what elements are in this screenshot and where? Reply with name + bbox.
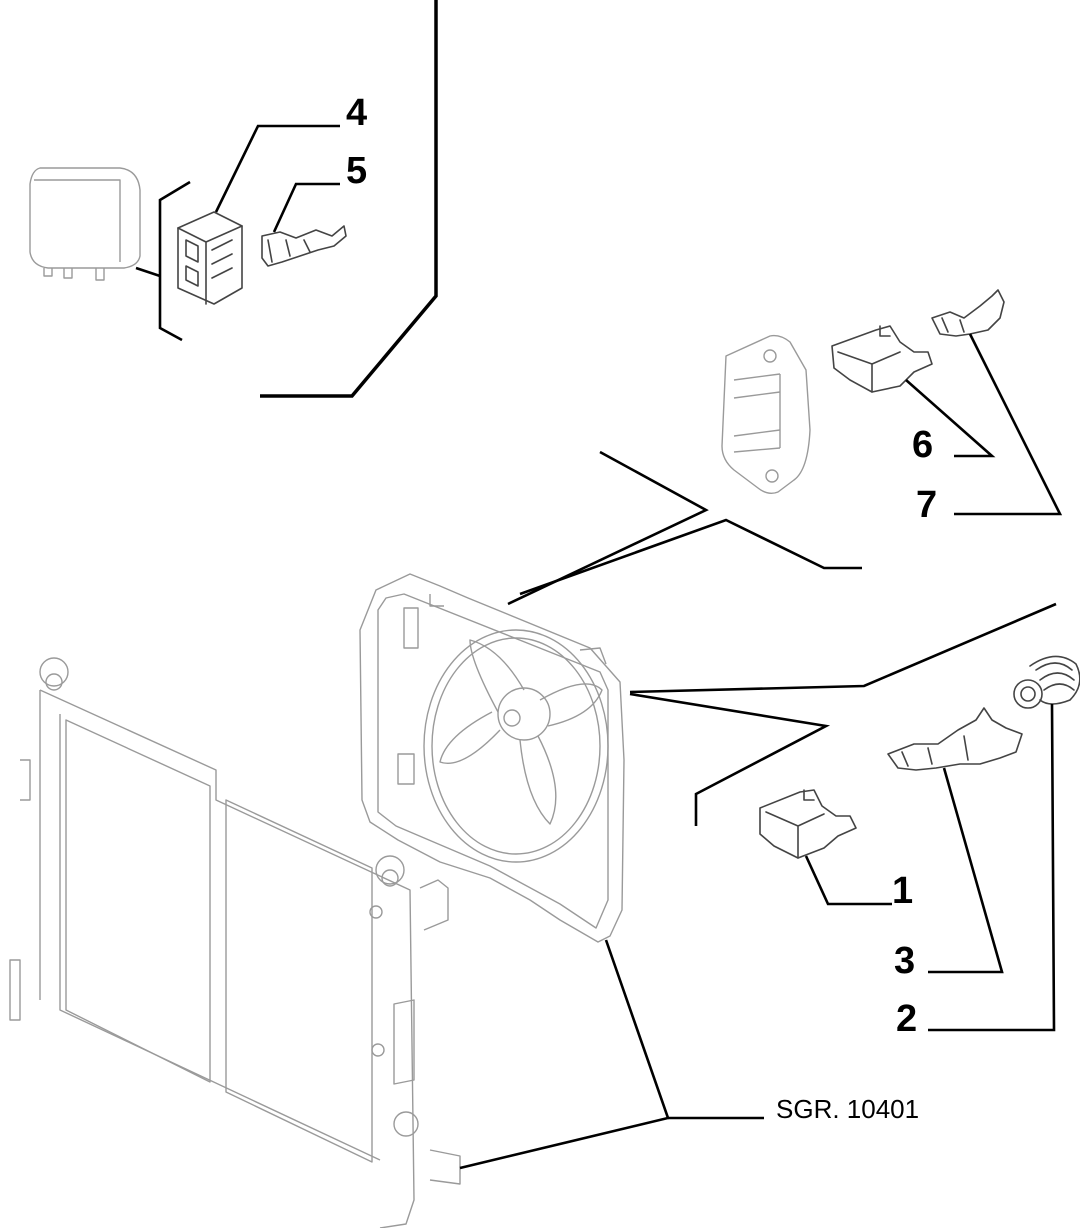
- fan-to-connector-line-2: [629, 692, 831, 826]
- fan-to-resistor-line: [507, 450, 709, 606]
- terminal-3-illustration: [887, 707, 1023, 771]
- terminal-7-illustration: [931, 289, 1005, 337]
- reference-leader: [459, 939, 670, 1170]
- leader-4: [214, 124, 340, 213]
- leader-3: [928, 767, 1004, 974]
- terminal-5-illustration: [261, 225, 347, 267]
- fan-to-connector-line: [629, 602, 1057, 694]
- leader-1: [804, 855, 892, 906]
- diagram-reference-code: SGR. 10401: [776, 1094, 920, 1124]
- leader-2: [928, 703, 1056, 1032]
- leader-7: [954, 333, 1063, 516]
- inset-frame-line: [260, 0, 438, 398]
- callout-6: 6: [912, 424, 934, 466]
- callout-3: 3: [894, 940, 916, 982]
- fan-to-resistor-line-2: [519, 518, 862, 596]
- leader-6: [905, 379, 996, 458]
- relay-bracket-tick: [135, 266, 161, 278]
- connector-6-illustration: [831, 325, 933, 393]
- relay-bracket-line: [158, 180, 191, 342]
- connector-1-illustration: [759, 789, 857, 859]
- callout-7: 7: [916, 484, 938, 526]
- resistor-illustration: [721, 334, 811, 495]
- callout-1: 1: [892, 870, 914, 912]
- relay-socket-illustration: [177, 211, 243, 305]
- callout-5: 5: [346, 150, 368, 192]
- grommet-2-illustration: [1013, 655, 1080, 709]
- relay-illustration: [29, 167, 141, 281]
- callout-4: 4: [346, 92, 368, 134]
- radiator-illustration: [9, 657, 461, 1228]
- leader-5: [272, 182, 340, 233]
- fan-shroud-illustration: [359, 573, 625, 943]
- callout-2: 2: [896, 998, 918, 1040]
